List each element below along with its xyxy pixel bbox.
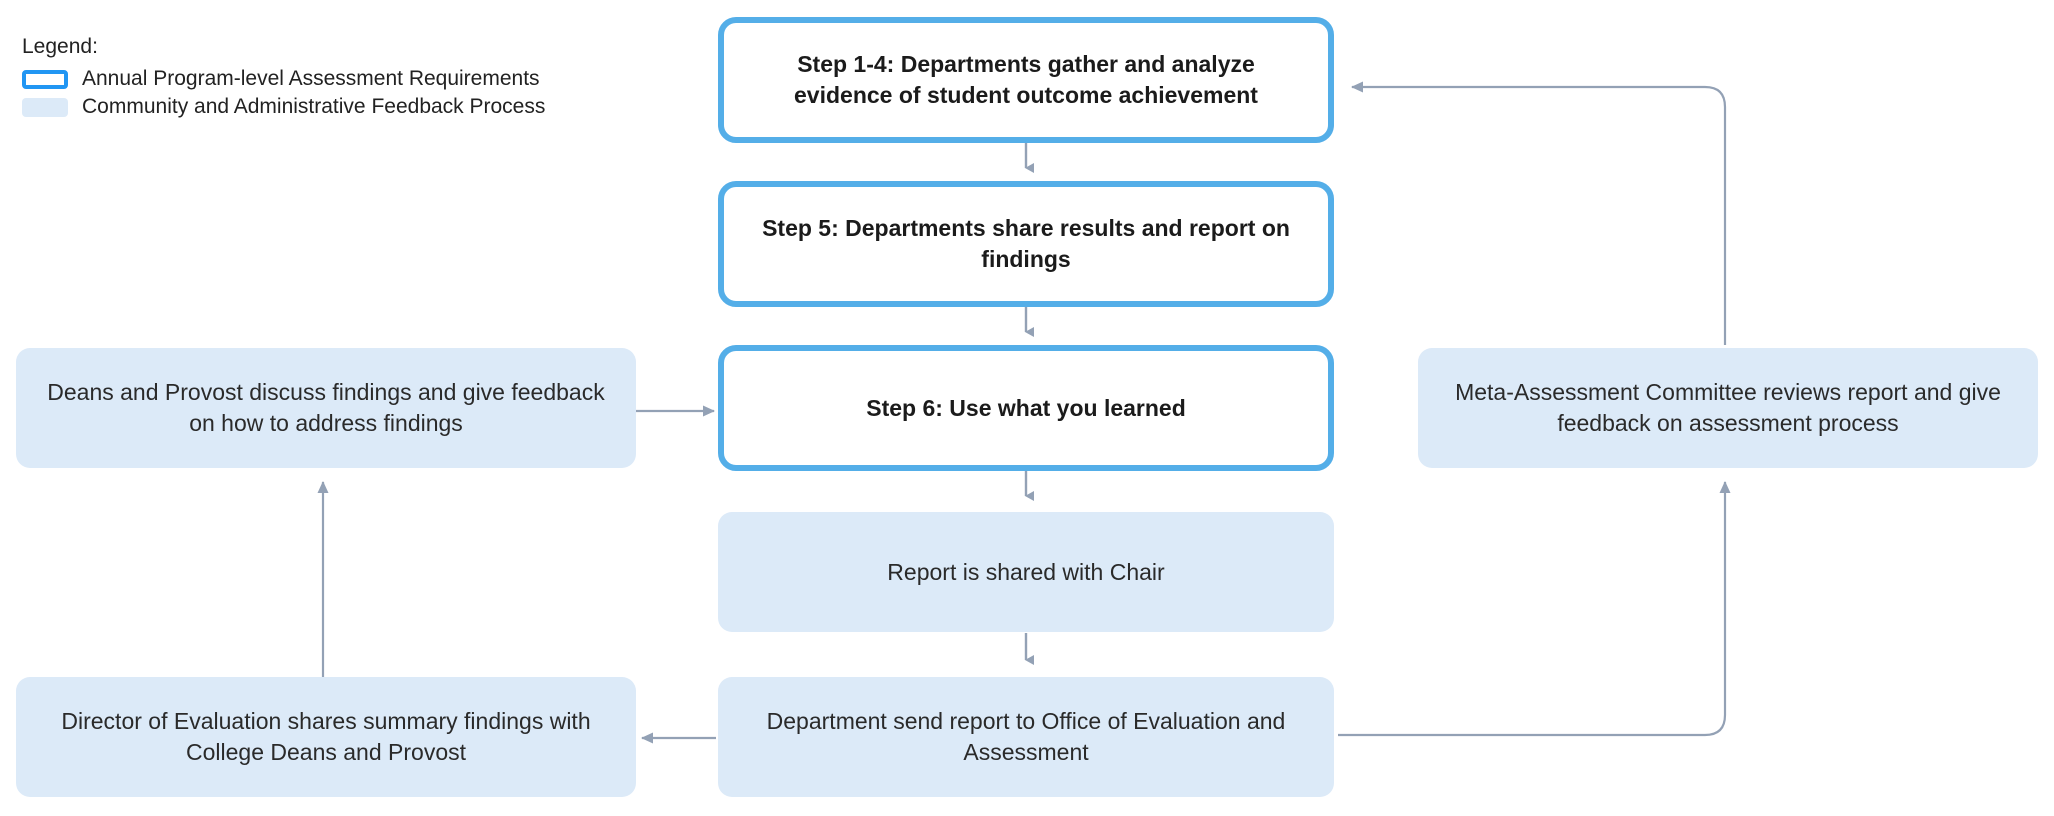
node-label: Director of Evaluation shares summary fi… — [61, 708, 591, 765]
node-label: Department send report to Office of Eval… — [766, 708, 1286, 765]
legend-item-feedback-process: Community and Administrative Feedback Pr… — [22, 93, 582, 121]
node-meta-assessment-committee[interactable]: Meta-Assessment Committee reviews report… — [1418, 348, 2038, 468]
node-step-1-4[interactable]: Step 1-4: Departments gather and analyze… — [718, 17, 1334, 143]
legend: Legend: Annual Program-level Assessment … — [22, 34, 582, 121]
node-director-of-evaluation[interactable]: Director of Evaluation shares summary fi… — [16, 677, 636, 797]
edge-meta-assessment-to-step1-4 — [1351, 81, 1727, 345]
node-label: Report is shared with Chair — [887, 558, 1165, 585]
legend-swatch-outline-icon — [22, 69, 68, 89]
node-label: Step 5: Departments share results and re… — [762, 215, 1290, 272]
node-step-6[interactable]: Step 6: Use what you learned — [718, 345, 1334, 471]
node-deans-provost[interactable]: Deans and Provost discuss findings and g… — [16, 348, 636, 468]
legend-title: Legend: — [22, 35, 98, 58]
legend-swatch-filled-icon — [22, 97, 68, 117]
node-step-5[interactable]: Step 5: Departments share results and re… — [718, 181, 1334, 307]
node-report-shared-with-chair[interactable]: Report is shared with Chair — [718, 512, 1334, 632]
node-label: Step 1-4: Departments gather and analyze… — [794, 51, 1258, 108]
node-department-send-report[interactable]: Department send report to Office of Eval… — [718, 677, 1334, 797]
node-label: Deans and Provost discuss findings and g… — [47, 379, 605, 436]
edge-send-report-to-meta-assessment — [1338, 481, 1731, 737]
node-label: Step 6: Use what you learned — [866, 394, 1186, 421]
legend-item-label: Annual Program-level Assessment Requirem… — [82, 67, 540, 90]
node-label: Meta-Assessment Committee reviews report… — [1455, 379, 2001, 436]
legend-item-annual-requirements: Annual Program-level Assessment Requirem… — [22, 65, 582, 93]
legend-item-label: Community and Administrative Feedback Pr… — [82, 95, 546, 118]
